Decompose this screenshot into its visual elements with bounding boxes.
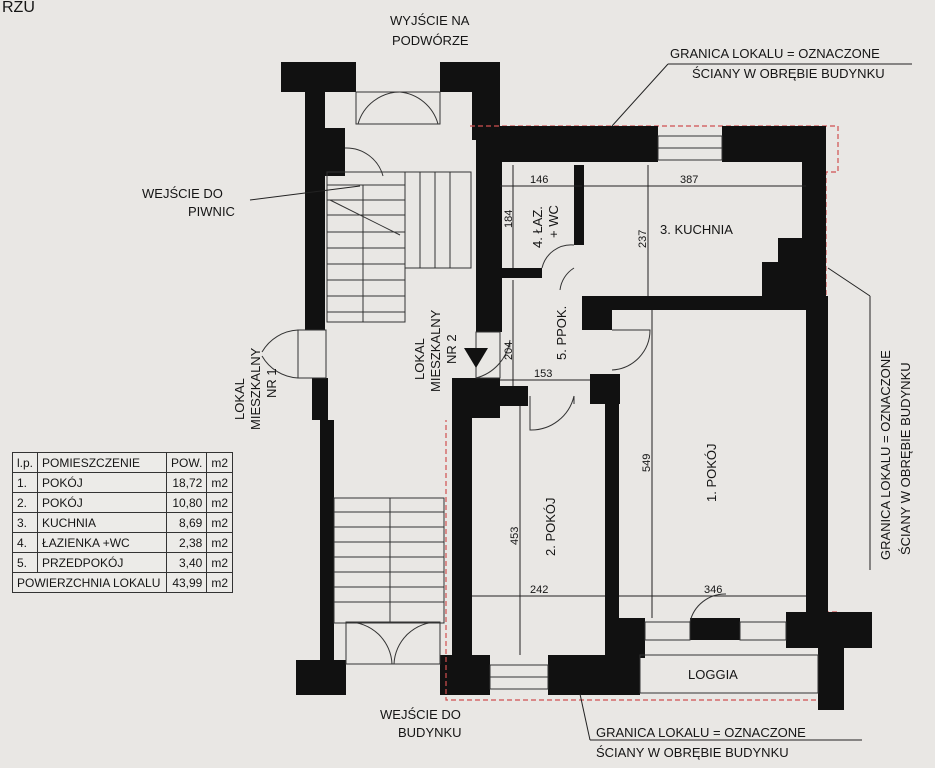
row-index: 5.: [11, 552, 39, 573]
upper-stairs: [326, 171, 472, 323]
table-row: 4. ŁAZIENKA +WC 2,38 m2: [11, 532, 234, 553]
unit1-label-3: NR 1: [264, 368, 279, 398]
row-index: 2.: [11, 492, 39, 513]
table-row: 5. PRZEDPOKÓJ 3,40 m2: [11, 552, 234, 573]
unit1-label-1: LOKAL: [232, 378, 247, 420]
dim-room2-h: 453: [509, 527, 521, 545]
boundary-top-1: GRANICA LOKALU = OZNACZONE: [670, 46, 880, 61]
room1-label: 1. POKÓJ: [704, 443, 719, 502]
room-labels: 4. ŁAZ. + WC 3. KUCHNIA 5. PPOK. 1. POKÓ…: [530, 205, 733, 556]
room2-label: 2. POKÓJ: [543, 497, 558, 556]
building-entry-label-2: BUDYNKU: [398, 725, 462, 740]
apartment-walls: LOGGIA: [445, 125, 872, 710]
entry-marker-icon: [464, 348, 488, 368]
yard-exit-label-1: WYJŚCIE NA: [390, 13, 470, 28]
dim-room1-h: 549: [641, 454, 653, 472]
bath-label-2: + WC: [546, 205, 561, 238]
header-unit: m2: [206, 452, 234, 473]
yard-exit-label-2: PODWÓRZE: [392, 33, 469, 48]
total-unit: m2: [206, 572, 234, 593]
unit2-label-1: LOKAL: [412, 338, 427, 380]
dim-kitchen-h: 237: [637, 230, 649, 248]
dim-kitchen-w: 387: [680, 174, 698, 186]
row-room: KUCHNIA: [37, 512, 168, 533]
building-entry-label-1: WEJŚCIE DO: [380, 707, 461, 722]
header-room: POMIESZCZENIE: [37, 452, 168, 473]
annotations: WYJŚCIE NA PODWÓRZE WEJŚCIE DO PIWNIC WE…: [142, 13, 913, 760]
unit2-label-2: MIESZKALNY: [428, 309, 443, 392]
hall-label: 5. PPOK.: [554, 306, 569, 360]
boundary-right-1: GRANICA LOKALU = OZNACZONE: [878, 350, 893, 560]
table-header-row: l.p. POMIESZCZENIE POW. m2: [11, 452, 234, 473]
basement-label-2: PIWNIC: [188, 204, 235, 219]
dim-room2-w: 242: [530, 584, 548, 596]
dim-hall-w: 153: [534, 368, 552, 380]
total-label: POWIERZCHNIA LOKALU: [11, 572, 168, 593]
boundary-top-2: ŚCIANY W OBRĘBIE BUDYNKU: [692, 66, 885, 81]
bath-label-1: 4. ŁAZ.: [530, 206, 545, 248]
row-room: POKÓJ: [37, 492, 168, 513]
stairwell: [261, 62, 511, 695]
row-unit: m2: [206, 472, 234, 493]
dim-bath-h: 184: [503, 210, 515, 228]
dim-room1-w: 346: [704, 584, 722, 596]
total-value: 43,99: [166, 572, 208, 593]
table-row: 1. POKÓJ 18,72 m2: [11, 472, 234, 493]
unit1-label-2: MIESZKALNY: [248, 347, 263, 430]
row-area: 8,69: [166, 512, 208, 533]
kitchen-label: 3. KUCHNIA: [660, 222, 733, 237]
dim-hall-h: 204: [503, 342, 515, 360]
table-row: 3. KUCHNIA 8,69 m2: [11, 512, 234, 533]
row-room: POKÓJ: [37, 472, 168, 493]
row-unit: m2: [206, 552, 234, 573]
row-area: 2,38: [166, 532, 208, 553]
boundary-bottom-2: ŚCIANY W OBRĘBIE BUDYNKU: [596, 745, 789, 760]
basement-label-1: WEJŚCIE DO: [142, 186, 223, 201]
row-index: 3.: [11, 512, 39, 533]
unit2-label-3: NR 2: [444, 334, 459, 364]
dim-bath-w: 146: [530, 174, 548, 186]
row-unit: m2: [206, 492, 234, 513]
row-unit: m2: [206, 532, 234, 553]
row-index: 1.: [11, 472, 39, 493]
row-room: PRZEDPOKÓJ: [37, 552, 168, 573]
corner-mark: RZU: [2, 0, 35, 16]
lower-stairs: [333, 497, 445, 624]
header-area: POW.: [166, 452, 208, 473]
row-unit: m2: [206, 512, 234, 533]
row-room: ŁAZIENKA +WC: [37, 532, 168, 553]
row-area: 3,40: [166, 552, 208, 573]
dimensions: 146 184 387 237 204 153 453 242 549 346: [472, 165, 806, 655]
boundary-right-2: ŚCIANY W OBRĘBIE BUDYNKU: [898, 362, 913, 555]
row-area: 10,80: [166, 492, 208, 513]
area-table: l.p. POMIESZCZENIE POW. m2 1. POKÓJ 18,7…: [11, 452, 234, 593]
row-area: 18,72: [166, 472, 208, 493]
boundary-bottom-1: GRANICA LOKALU = OZNACZONE: [596, 725, 806, 740]
row-index: 4.: [11, 532, 39, 553]
table-total-row: POWIERZCHNIA LOKALU 43,99 m2: [11, 572, 234, 593]
table-row: 2. POKÓJ 10,80 m2: [11, 492, 234, 513]
loggia-label: LOGGIA: [688, 667, 738, 682]
header-lp: l.p.: [11, 452, 39, 473]
